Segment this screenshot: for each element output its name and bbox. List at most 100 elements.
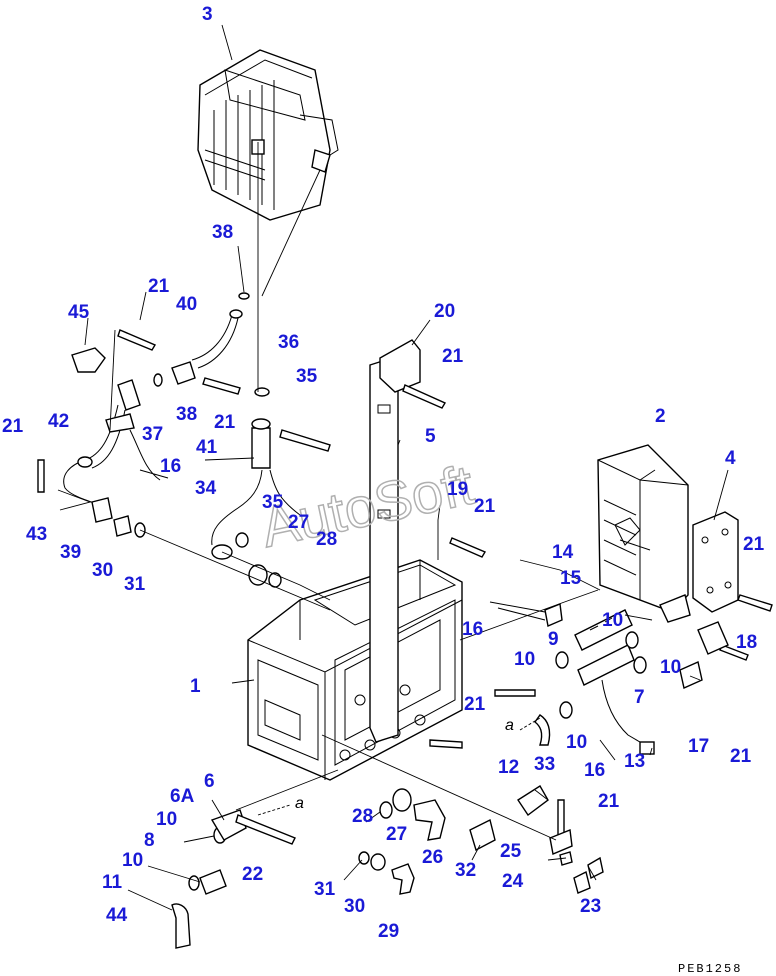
pipe-34-part	[211, 418, 301, 560]
callout-30-b: 30	[344, 896, 365, 917]
callout-6: 6	[204, 771, 215, 792]
callout-42: 42	[48, 411, 69, 432]
callout-21-h: 21	[730, 746, 752, 767]
callout-28-b: 28	[352, 806, 373, 827]
callout-3: 3	[202, 4, 213, 25]
hose-7-part	[577, 644, 635, 686]
callout-5: 5	[425, 426, 436, 447]
callout-10-f: 10	[122, 850, 143, 871]
callout-13: 13	[624, 751, 645, 772]
seals-27-28-part	[235, 532, 282, 588]
callout-21-a: 21	[148, 276, 170, 297]
fittings-25-24-23-part	[549, 829, 604, 894]
wire-16b-part	[601, 679, 655, 755]
callout-21-e: 21	[474, 496, 496, 517]
callout-41: 41	[196, 437, 218, 458]
callout-21-b: 21	[214, 412, 236, 433]
callout-40: 40	[176, 294, 197, 315]
callout-26: 26	[422, 847, 443, 868]
callout-6A: 6A	[170, 786, 195, 807]
hose-12-33-part	[534, 714, 551, 746]
clip-45-part	[71, 347, 106, 373]
main-case-part	[247, 559, 463, 781]
callout-34: 34	[195, 478, 217, 499]
ref-mark-a-upper: a	[505, 717, 514, 734]
callout-31-a: 31	[124, 574, 146, 595]
callout-21-f: 21	[743, 534, 765, 555]
callout-43: 43	[26, 524, 47, 545]
callout-10-a: 10	[602, 610, 623, 631]
callout-17: 17	[688, 736, 709, 757]
callout-11: 11	[102, 872, 123, 893]
callout-24: 24	[502, 871, 524, 892]
callout-20: 20	[434, 301, 455, 322]
callout-32: 32	[455, 860, 476, 881]
callout-38-top: 38	[212, 222, 233, 243]
callout-12: 12	[498, 757, 519, 778]
callout-25: 25	[500, 841, 522, 862]
fittings-39-30-31-part	[91, 497, 146, 538]
callout-2: 2	[655, 406, 666, 427]
ref-mark-a-lower: a	[295, 795, 304, 812]
callout-21-i: 21	[598, 791, 620, 812]
blocks-17-18-part	[679, 621, 729, 689]
callout-10-d: 10	[566, 732, 587, 753]
valve-37-part	[105, 379, 141, 433]
pipe-36-part	[191, 309, 243, 369]
bracket-4-part	[692, 511, 739, 613]
callout-16-b: 16	[462, 619, 483, 640]
callout-28-a: 28	[316, 529, 337, 550]
elbow-6-part	[210, 809, 296, 845]
callout-44: 44	[106, 905, 128, 926]
callout-29: 29	[378, 921, 399, 942]
callout-45: 45	[68, 302, 90, 323]
callout-33: 33	[534, 754, 555, 775]
bracket-20-part	[379, 339, 421, 393]
callout-10-c: 10	[660, 657, 681, 678]
callout-10-e: 10	[156, 809, 177, 830]
callout-36: 36	[278, 332, 299, 353]
drawing-code: PEB1258	[678, 962, 742, 976]
callout-39: 39	[60, 542, 81, 563]
callout-27-a: 27	[288, 512, 309, 533]
hoses-8-44-part	[171, 869, 227, 949]
callout-37: 37	[142, 424, 163, 445]
callout-16-a: 16	[160, 456, 181, 477]
callout-10-b: 10	[514, 649, 535, 670]
watermark-text: AutoSoft	[256, 453, 480, 559]
duct-5-part	[369, 357, 399, 743]
wire-16-part	[129, 429, 169, 481]
callout-21-g: 21	[464, 694, 486, 715]
callout-30-a: 30	[92, 560, 113, 581]
callout-7: 7	[634, 687, 645, 708]
callout-18: 18	[736, 632, 757, 653]
callout-22: 22	[242, 864, 263, 885]
callout-31-b: 31	[314, 879, 336, 900]
heater-core-part	[197, 49, 339, 221]
callout-38-mid: 38	[176, 404, 197, 425]
washers-38-35-part	[153, 292, 270, 397]
callout-14: 14	[552, 542, 574, 563]
fittings-26-29-part	[358, 788, 446, 895]
callout-35-a: 35	[296, 366, 318, 387]
callout-1: 1	[190, 676, 201, 697]
callout-21-d: 21	[442, 346, 464, 367]
side-heater-part	[597, 444, 689, 613]
callout-9: 9	[548, 629, 559, 650]
callout-16-c: 16	[584, 760, 605, 781]
bracket-14-part	[489, 601, 563, 627]
hose-9-part	[574, 609, 633, 651]
callout-21-c: 21	[2, 416, 24, 437]
pads-32-33-part	[469, 785, 549, 852]
callout-27-b: 27	[386, 824, 407, 845]
elbow-15-part	[659, 594, 691, 623]
bolts-21-part	[37, 329, 773, 841]
callout-labels: 3 38 21 40 45 36 35 42 37 38 21 21 41 16…	[2, 4, 765, 942]
callout-4: 4	[725, 448, 736, 469]
callout-23: 23	[580, 896, 601, 917]
callout-19: 19	[447, 479, 468, 500]
leader-lines	[57, 24, 729, 911]
connector-40-part	[171, 361, 196, 385]
